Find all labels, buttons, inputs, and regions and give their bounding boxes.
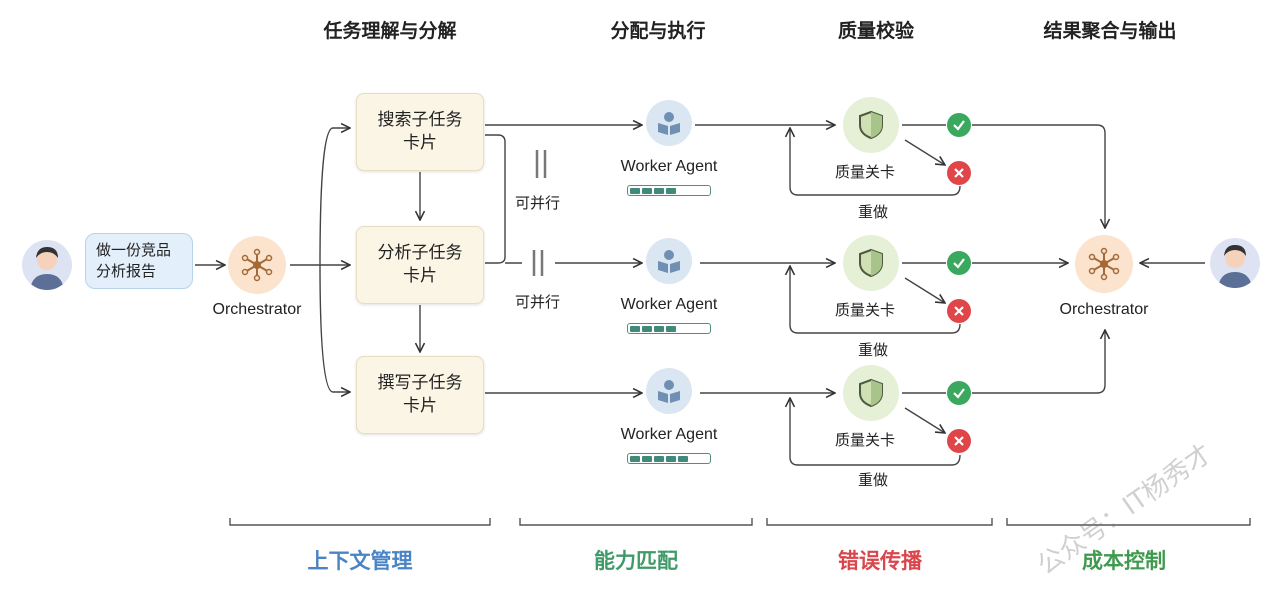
pass-check-icon bbox=[947, 113, 971, 137]
subtask-card-analyze[interactable]: 分析子任务卡片 bbox=[356, 226, 484, 304]
phase-header-aggregate: 结果聚合与输出 bbox=[1043, 20, 1177, 42]
worker-progress-bar bbox=[627, 323, 711, 334]
worker-progress-bar bbox=[627, 453, 711, 464]
phase-header-verify: 质量校验 bbox=[837, 20, 914, 42]
worker-agent-label: Worker Agent bbox=[620, 296, 718, 313]
worker-agent-label: Worker Agent bbox=[620, 158, 718, 175]
orchestrator-label: Orchestrator bbox=[212, 301, 302, 318]
arrow-ok3-to-final bbox=[972, 330, 1105, 394]
progress-segment bbox=[629, 325, 640, 332]
worker-agent-node[interactable] bbox=[646, 238, 692, 284]
progress-segment bbox=[653, 187, 664, 194]
worker-agent-node[interactable] bbox=[646, 100, 692, 146]
parallel-bracket bbox=[485, 134, 506, 264]
arrow-to-write-card bbox=[319, 264, 350, 392]
arrow-to-search-card bbox=[319, 128, 350, 266]
progress-segment bbox=[665, 455, 676, 462]
bracket-capability bbox=[519, 518, 753, 526]
orchestrator-node bbox=[228, 236, 286, 294]
card-title: 分析子任务 bbox=[377, 243, 463, 263]
bracket-context bbox=[229, 518, 491, 526]
fail-x-icon bbox=[947, 429, 971, 453]
progress-segment bbox=[677, 455, 688, 462]
user-avatar bbox=[22, 240, 72, 290]
card-subtitle: 卡片 bbox=[403, 266, 437, 286]
progress-segment bbox=[641, 187, 652, 194]
quality-gate-node[interactable] bbox=[843, 235, 899, 291]
fail-x-icon bbox=[947, 299, 971, 323]
fail-x-icon bbox=[947, 161, 971, 185]
hub-icon bbox=[1088, 247, 1120, 281]
shield-icon bbox=[859, 110, 883, 140]
agent-reader-icon bbox=[658, 250, 680, 273]
card-subtitle: 卡片 bbox=[403, 133, 437, 153]
progress-segment bbox=[653, 455, 664, 462]
shield-icon bbox=[859, 248, 883, 278]
pass-check-icon bbox=[947, 381, 971, 405]
card-subtitle: 卡片 bbox=[403, 396, 437, 416]
worker-progress-bar bbox=[627, 185, 711, 196]
card-title: 撰写子任务 bbox=[377, 373, 463, 393]
hub-icon bbox=[241, 248, 273, 282]
request-line-2: 分析报告 bbox=[96, 262, 157, 280]
progress-segment bbox=[629, 187, 640, 194]
subtask-card-search[interactable]: 搜索子任务卡片 bbox=[356, 93, 484, 171]
quality-gate-node[interactable] bbox=[843, 97, 899, 153]
worker-agent-node[interactable] bbox=[646, 368, 692, 414]
user-icon bbox=[1218, 245, 1252, 288]
agent-reader-icon bbox=[658, 380, 680, 403]
progress-segment bbox=[629, 455, 640, 462]
redo-label: 重做 bbox=[858, 471, 889, 489]
worker-agent-label: Worker Agent bbox=[620, 426, 718, 443]
quality-gate-node[interactable] bbox=[843, 365, 899, 421]
quality-gate-label: 质量关卡 bbox=[835, 163, 896, 181]
redo-label: 重做 bbox=[858, 341, 889, 359]
request-line-1: 做一份竞品 bbox=[96, 241, 172, 259]
agent-reader-icon bbox=[658, 112, 680, 135]
progress-segment bbox=[653, 325, 664, 332]
bracket-cost bbox=[1006, 518, 1251, 526]
card-title: 搜索子任务 bbox=[377, 110, 463, 130]
subtask-card-write[interactable]: 撰写子任务卡片 bbox=[356, 356, 484, 434]
redo-loop-2 bbox=[790, 266, 961, 334]
progress-segment bbox=[665, 187, 676, 194]
parallel-label-1: 可并行 bbox=[515, 194, 561, 212]
category-capability-matching: 能力匹配 bbox=[594, 549, 678, 573]
category-cost-control: 成本控制 bbox=[1082, 549, 1166, 573]
progress-segment bbox=[665, 325, 676, 332]
final-orchestrator-label: Orchestrator bbox=[1059, 301, 1149, 318]
progress-segment bbox=[641, 325, 652, 332]
final-orchestrator-node bbox=[1075, 235, 1133, 293]
phase-header-decompose: 任务理解与分解 bbox=[323, 20, 457, 42]
quality-gate-label: 质量关卡 bbox=[835, 431, 896, 449]
category-context-management: 上下文管理 bbox=[307, 549, 413, 573]
redo-loop-3 bbox=[790, 398, 961, 466]
shield-icon bbox=[859, 378, 883, 408]
redo-label: 重做 bbox=[858, 203, 889, 221]
user-icon bbox=[30, 247, 64, 290]
pass-check-icon bbox=[947, 251, 971, 275]
redo-loop-1 bbox=[790, 128, 961, 196]
phase-header-execute: 分配与执行 bbox=[610, 20, 706, 42]
quality-gate-label: 质量关卡 bbox=[835, 301, 896, 319]
user-request-bubble: 做一份竞品 分析报告 bbox=[85, 233, 193, 289]
progress-segment bbox=[641, 455, 652, 462]
bracket-error bbox=[766, 518, 993, 526]
arrow-ok1-to-final bbox=[972, 124, 1105, 228]
parallel-label-2: 可并行 bbox=[515, 293, 561, 311]
category-error-propagation: 错误传播 bbox=[838, 549, 922, 573]
user-avatar-right bbox=[1210, 238, 1260, 288]
